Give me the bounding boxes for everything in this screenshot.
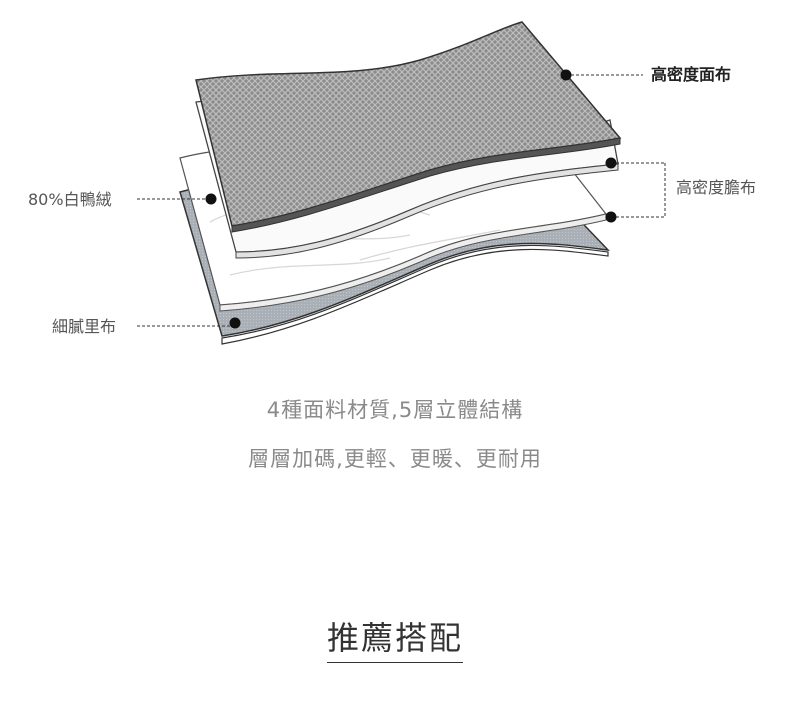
lining-label: 細膩里布 bbox=[52, 317, 117, 336]
section-heading: 推薦搭配 bbox=[0, 618, 790, 663]
section-heading-text: 推薦搭配 bbox=[326, 618, 463, 663]
outer-fabric-label: 高密度面布 bbox=[651, 65, 732, 84]
callout-leaders bbox=[137, 69, 666, 329]
outer-fabric-layer bbox=[195, 21, 622, 233]
fabric-layers-diagram bbox=[137, 21, 666, 345]
lining-marker bbox=[229, 317, 241, 329]
description-line-1: 4種面料材質,5層立體結構 bbox=[266, 398, 524, 422]
down-proof-fabric-label: 高密度膽布 bbox=[676, 178, 757, 197]
down-filling-label: 80%白鴨絨 bbox=[28, 190, 112, 209]
outer-fabric-marker bbox=[560, 69, 572, 81]
down-proof-top-marker bbox=[605, 157, 617, 169]
filling-marker bbox=[205, 193, 217, 205]
down-proof-bottom-marker bbox=[605, 211, 617, 223]
description-line-2: 層層加碼,更輕、更暖、更耐用 bbox=[248, 447, 542, 471]
